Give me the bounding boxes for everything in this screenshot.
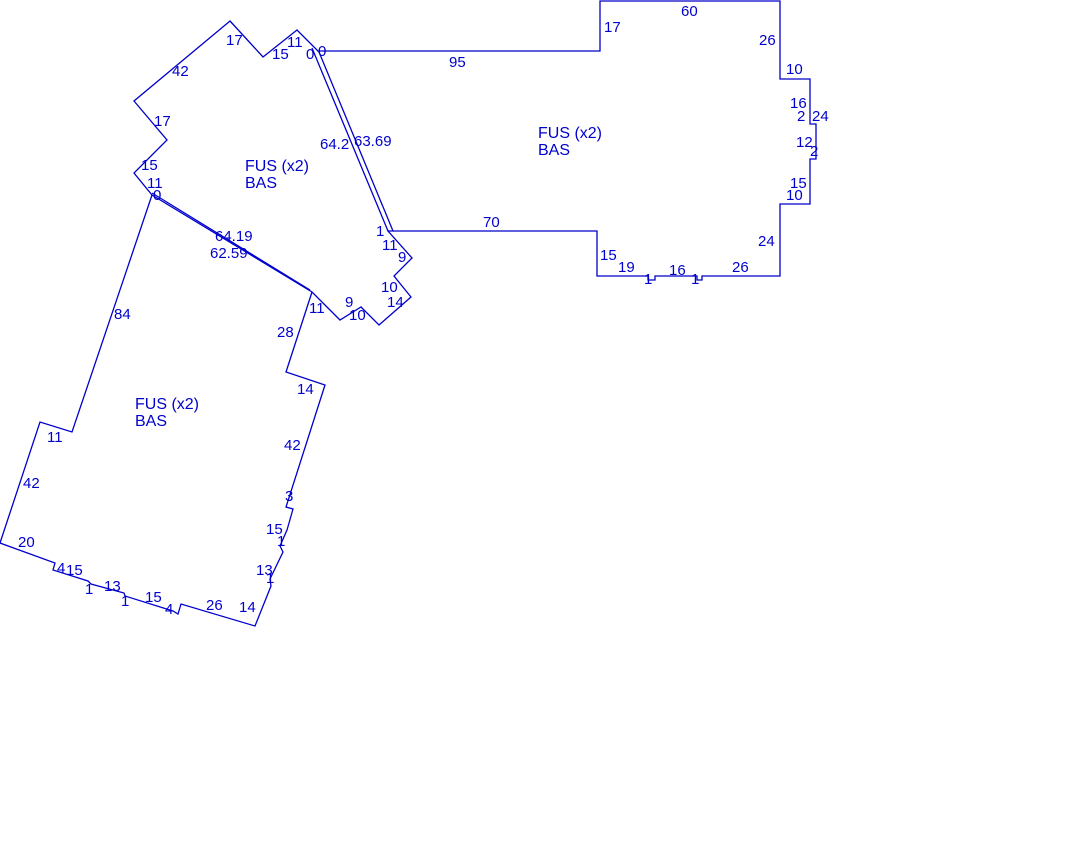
dim-label: 10 bbox=[381, 279, 398, 296]
dim-label: 14 bbox=[297, 381, 314, 398]
dim-label: 13 bbox=[256, 562, 273, 579]
dim-label: 15 bbox=[600, 247, 617, 264]
dim-label: 0 bbox=[153, 187, 161, 204]
upper-left-section: FUS (x2) BAS 17 11 15 0 0 42 17 15 11 0 … bbox=[133, 20, 413, 326]
dim-label: 11 bbox=[147, 175, 163, 192]
dim-label: 1 bbox=[277, 533, 285, 550]
dim-label: 1 bbox=[376, 223, 384, 240]
dim-label: 2 bbox=[797, 108, 805, 125]
dim-label: 63.69 bbox=[354, 133, 392, 150]
dim-label: 26 bbox=[206, 597, 223, 614]
dim-label: 17 bbox=[226, 32, 243, 49]
dim-label: 17 bbox=[154, 113, 171, 130]
upper-left-area-code: FUS (x2) bbox=[245, 158, 309, 175]
dim-label: 14 bbox=[239, 599, 256, 616]
dim-label: 42 bbox=[172, 63, 189, 80]
dim-label: 24 bbox=[758, 233, 775, 250]
dim-label: 60 bbox=[681, 3, 698, 20]
dim-label: 10 bbox=[786, 187, 803, 204]
dim-label: 95 bbox=[449, 54, 466, 71]
dim-label: 15 bbox=[141, 157, 158, 174]
lower-left-area-name: BAS bbox=[135, 413, 167, 430]
dim-label: 15 bbox=[66, 562, 83, 579]
dim-label: 64.19 bbox=[215, 228, 253, 245]
upper-left-inner-diagonal bbox=[151, 47, 389, 291]
dim-label: 15 bbox=[272, 46, 289, 63]
dim-label: 11 bbox=[287, 34, 303, 51]
dim-label: 26 bbox=[732, 259, 749, 276]
dim-label: 15 bbox=[790, 175, 807, 192]
dim-label: 14 bbox=[387, 294, 404, 311]
dim-label: 3 bbox=[285, 488, 293, 505]
dim-label: 1 bbox=[121, 593, 129, 610]
dim-label: 1 bbox=[644, 271, 652, 288]
dim-label: 11 bbox=[47, 429, 63, 446]
dim-label: 10 bbox=[349, 307, 366, 324]
dim-label: 84 bbox=[114, 306, 131, 323]
dim-label: 42 bbox=[284, 437, 301, 454]
dim-label: 24 bbox=[812, 108, 829, 125]
dim-label: 20 bbox=[18, 534, 35, 551]
dim-label: 4 bbox=[57, 560, 65, 577]
dim-label: 19 bbox=[618, 259, 635, 276]
upper-left-area-name: BAS bbox=[245, 175, 277, 192]
dim-label: 16 bbox=[669, 262, 686, 279]
dim-label: 70 bbox=[483, 214, 500, 231]
dim-label: 15 bbox=[145, 589, 162, 606]
dim-label: 10 bbox=[786, 61, 803, 78]
dim-label: 64.2 bbox=[320, 136, 349, 153]
lower-left-outline bbox=[0, 194, 326, 627]
right-area-code: FUS (x2) bbox=[538, 125, 602, 142]
dim-label: 11 bbox=[382, 237, 398, 254]
dim-label: 16 bbox=[790, 95, 807, 112]
dim-label: 1 bbox=[266, 570, 274, 587]
right-area-name: BAS bbox=[538, 142, 570, 159]
dim-label: 1 bbox=[691, 271, 699, 288]
dim-label: 15 bbox=[266, 521, 283, 538]
lower-left-area-code: FUS (x2) bbox=[135, 396, 199, 413]
dim-label: 0 bbox=[306, 46, 314, 63]
dim-label: 9 bbox=[398, 249, 406, 266]
upper-left-outline bbox=[133, 20, 413, 326]
right-outline bbox=[319, 0, 817, 281]
dim-label: 62.59 bbox=[210, 245, 248, 262]
dim-label: 13 bbox=[104, 578, 121, 595]
right-section: FUS (x2) BAS 60 17 95 26 10 16 2 24 12 2… bbox=[319, 0, 829, 288]
dim-label: 2 bbox=[810, 143, 818, 160]
dim-label: 4 bbox=[165, 601, 173, 618]
dim-label: 17 bbox=[604, 19, 621, 36]
dim-label: 28 bbox=[277, 324, 294, 341]
dim-label: 9 bbox=[345, 294, 353, 311]
dim-label: 12 bbox=[796, 134, 813, 151]
dim-label: 26 bbox=[759, 32, 776, 49]
dim-label: 42 bbox=[23, 475, 40, 492]
lower-left-section: FUS (x2) BAS 84 28 14 11 42 42 3 15 1 20… bbox=[0, 194, 326, 627]
dim-label: 11 bbox=[309, 300, 325, 317]
dim-label: 1 bbox=[85, 581, 93, 598]
